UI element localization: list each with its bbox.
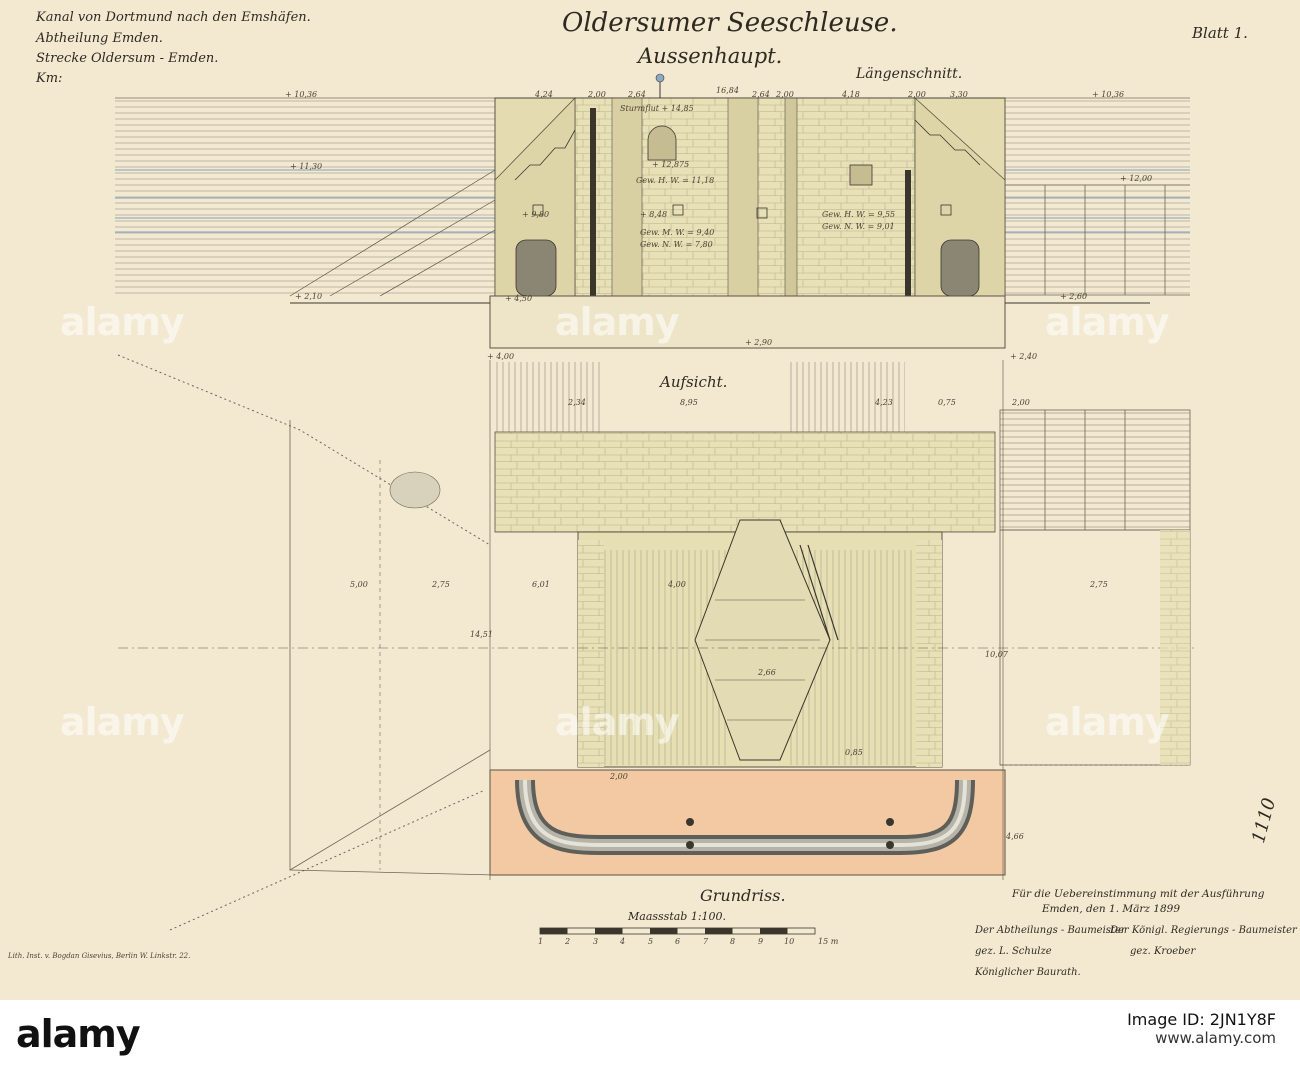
plan-dimension-label: 2,75 bbox=[432, 580, 450, 589]
scale-tick: 5 bbox=[648, 937, 654, 946]
plan-dimension-label: 4,66 bbox=[1006, 832, 1024, 841]
longitudinal-section bbox=[115, 73, 1190, 349]
scale-tick: 1 bbox=[538, 937, 544, 946]
water-level-label: Gew. M. W. = 9,40 bbox=[640, 228, 715, 237]
dimension-label: + 10,36 bbox=[1092, 90, 1125, 99]
plan-dimension-label: 2,00 bbox=[1012, 398, 1030, 407]
scale-bar bbox=[539, 927, 816, 935]
km-label: Km: bbox=[36, 71, 63, 86]
signatory-left-name: gez. L. Schulze bbox=[975, 946, 1052, 957]
plan-dimension-label: 0,85 bbox=[845, 748, 863, 757]
plan-view bbox=[117, 354, 1195, 931]
scale-tick: 4 bbox=[620, 937, 626, 946]
drawing-subtitle: Aussenhaupt. bbox=[638, 44, 783, 68]
water-level-label: + 8,48 bbox=[640, 210, 668, 219]
watermark: alamy bbox=[60, 700, 185, 744]
water-level-label: + 12,875 bbox=[652, 160, 690, 169]
stock-footer: alamy Image ID: 2JN1Y8F www.alamy.com bbox=[0, 1000, 1300, 1067]
plan-dimension-label: 10,07 bbox=[985, 650, 1008, 659]
water-level-label: + 11,30 bbox=[290, 162, 323, 171]
watermark: alamy bbox=[555, 700, 680, 744]
route: Strecke Oldersum - Emden. bbox=[36, 51, 219, 66]
certification-text: Für die Uebereinstimmung mit der Ausführ… bbox=[1012, 888, 1265, 900]
water-level-label: Sturmflut + 14,85 bbox=[620, 104, 694, 113]
signatory-left-title: Königlicher Baurath. bbox=[975, 967, 1081, 978]
plan-dimension-label: 5,00 bbox=[350, 580, 368, 589]
scale-tick: 7 bbox=[703, 937, 709, 946]
water-level-label: Gew. N. W. = 9,01 bbox=[822, 222, 895, 231]
section-label-ground-plan: Grundriss. bbox=[700, 886, 786, 905]
dimension-label: 2,00 bbox=[776, 90, 794, 99]
plan-dimension-label: 4,23 bbox=[875, 398, 893, 407]
water-level-label: Gew. N. W. = 7,80 bbox=[640, 240, 713, 249]
scale-tick: 10 bbox=[784, 937, 795, 946]
scale-tick: 2 bbox=[565, 937, 571, 946]
dimension-label: 3,30 bbox=[950, 90, 968, 99]
section-label-longitudinal: Längenschnitt. bbox=[856, 66, 963, 82]
dimension-label: 4,24 bbox=[535, 90, 553, 99]
signatory-left-role: Der Abtheilungs - Baumeister bbox=[975, 925, 1126, 936]
lock-drawing bbox=[115, 73, 1195, 935]
department: Abtheilung Emden. bbox=[36, 31, 163, 46]
signatory-right-role: Der Königl. Regierungs - Baumeister bbox=[1110, 925, 1297, 936]
footer-info: Image ID: 2JN1Y8F www.alamy.com bbox=[1127, 1010, 1276, 1047]
plan-dimension-label: 4,00 bbox=[668, 580, 686, 589]
dimension-label: 2,64 bbox=[752, 90, 770, 99]
printer-credit: Lith. Inst. v. Bogdan Gisevius, Berlin W… bbox=[8, 952, 191, 960]
water-level-label: + 12,00 bbox=[1120, 174, 1153, 183]
canal-name: Kanal von Dortmund nach den Emshäfen. bbox=[36, 10, 311, 25]
plan-dimension-label: 2,00 bbox=[610, 772, 628, 781]
alamy-logo: alamy bbox=[16, 1012, 141, 1056]
elevation-label: + 2,90 bbox=[745, 338, 773, 347]
plan-dimension-label: 2,75 bbox=[1090, 580, 1108, 589]
dimension-label: 4,18 bbox=[842, 90, 860, 99]
drawing-sheet: Kanal von Dortmund nach den Emshäfen. Ab… bbox=[8, 8, 1297, 978]
elevation-label: + 4,00 bbox=[487, 352, 515, 361]
dimension-label: + 10,36 bbox=[285, 90, 318, 99]
watermark: alamy bbox=[555, 300, 680, 344]
scale-unit: 15 m bbox=[818, 937, 839, 946]
certification-date: Emden, den 1. März 1899 bbox=[1042, 903, 1181, 915]
plan-dimension-label: 2,34 bbox=[568, 398, 586, 407]
plan-dimension-label: 8,95 bbox=[680, 398, 698, 407]
dimension-label: 2,00 bbox=[908, 90, 926, 99]
plan-dimension-label: 2,66 bbox=[758, 668, 776, 677]
watermark: alamy bbox=[1045, 300, 1170, 344]
signatory-right-name: gez. Kroeber bbox=[1130, 946, 1196, 957]
dimension-label: 16,84 bbox=[716, 86, 739, 95]
plan-dimension-label: 0,75 bbox=[938, 398, 956, 407]
water-level-label: Gew. H. W. = 9,55 bbox=[822, 210, 896, 219]
scale-tick: 6 bbox=[675, 937, 681, 946]
scale-tick: 9 bbox=[758, 937, 764, 946]
plan-dimension-label: 14,51 bbox=[470, 630, 493, 639]
elevation-label: + 2,10 bbox=[295, 292, 323, 301]
scale-label: Maassstab 1:100. bbox=[628, 910, 727, 923]
elevation-label: + 4,50 bbox=[505, 294, 533, 303]
elevation-label: + 2,60 bbox=[1060, 292, 1088, 301]
section-label-top-view: Aufsicht. bbox=[660, 373, 728, 391]
footer-url: www.alamy.com bbox=[1155, 1029, 1276, 1047]
water-level-label: + 9,80 bbox=[522, 210, 550, 219]
scale-tick: 8 bbox=[730, 937, 736, 946]
watermark: alamy bbox=[1045, 700, 1170, 744]
dimension-label: 2,64 bbox=[628, 90, 646, 99]
scale-tick: 3 bbox=[593, 937, 599, 946]
sheet-number: Blatt 1. bbox=[1192, 24, 1248, 42]
plan-dimension-label: 6,01 bbox=[532, 580, 550, 589]
drawing-title: Oldersumer Seeschleuse. bbox=[562, 8, 898, 38]
elevation-label: + 2,40 bbox=[1010, 352, 1038, 361]
dimension-label: 2,00 bbox=[588, 90, 606, 99]
water-level-label: Gew. H. W. = 11,18 bbox=[636, 176, 715, 185]
watermark: alamy bbox=[60, 300, 185, 344]
image-id: Image ID: 2JN1Y8F bbox=[1127, 1010, 1276, 1029]
